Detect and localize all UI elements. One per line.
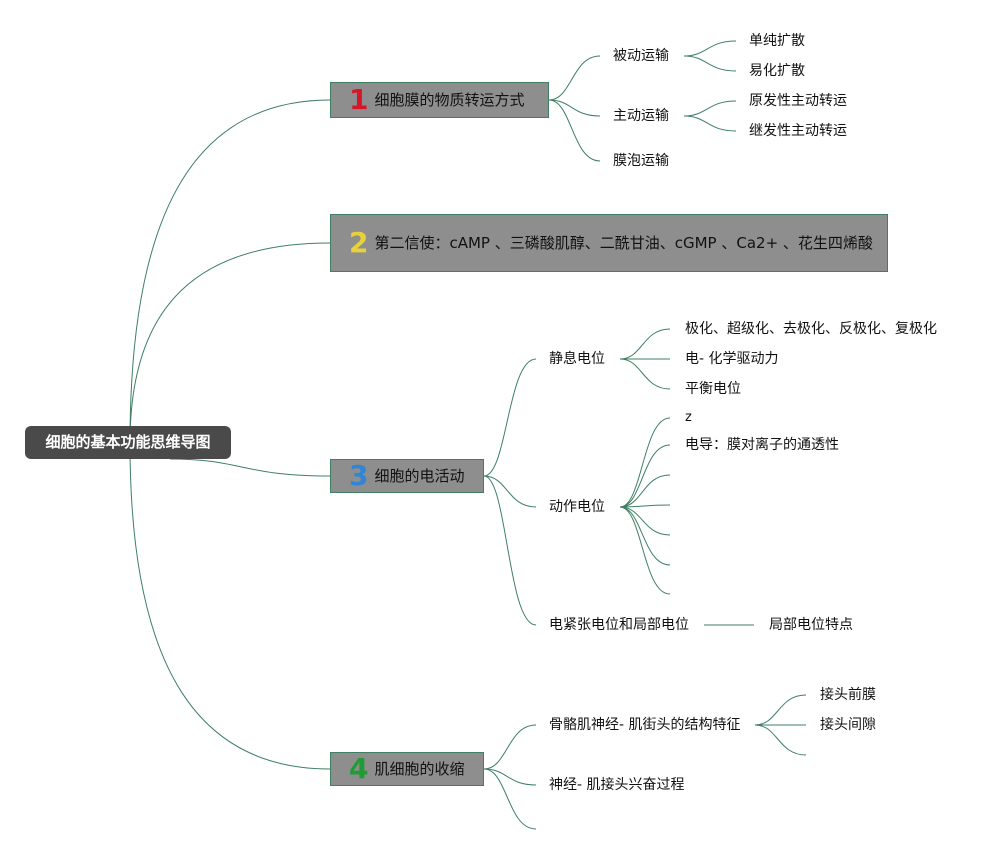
node-conductance[interactable]: 电导：膜对离子的通透性 xyxy=(685,437,839,453)
branch-2-label: 第二信使：cAMP 、三磷酸肌醇、二酰甘油、cGMP 、Ca2+ 、花生四烯酸 xyxy=(374,234,873,252)
branch-1-node[interactable]: 1 细胞膜的物质转运方式 xyxy=(330,82,549,118)
link-action-child-2 xyxy=(619,444,671,508)
node-equilibrium-potential[interactable]: 平衡电位 xyxy=(685,381,741,397)
branch-2-node[interactable]: 2 第二信使：cAMP 、三磷酸肌醇、二酰甘油、cGMP 、Ca2+ 、花生四烯… xyxy=(330,214,888,272)
branch-4-number: 4 xyxy=(349,752,369,785)
link-action-child-3 xyxy=(619,474,671,508)
link-resting-polarization xyxy=(619,328,671,360)
link-active-primary xyxy=(683,100,737,117)
node-polarization-terms[interactable]: 极化、超级化、去极化、反极化、复极化 xyxy=(685,321,937,337)
link-b1-vesicular xyxy=(548,99,601,162)
node-nmj-structure[interactable]: 骨骼肌神经- 肌街头的结构特征 xyxy=(549,717,741,733)
link-structure-presynaptic xyxy=(754,694,807,726)
node-local-potential-features[interactable]: 局部电位特点 xyxy=(769,617,853,633)
link-b3-electrotonic xyxy=(483,475,537,626)
link-structure-empty xyxy=(754,724,807,756)
link-root-branch-2 xyxy=(129,242,331,444)
branch-1-number: 1 xyxy=(349,83,369,116)
node-primary-active-transport[interactable]: 原发性主动转运 xyxy=(749,93,847,109)
link-active-secondary xyxy=(683,115,737,132)
node-action-potential[interactable]: 动作电位 xyxy=(549,499,605,515)
link-b4-structure xyxy=(483,724,537,770)
node-electrotonic-local-potential[interactable]: 电紧张电位和局部电位 xyxy=(549,617,689,633)
link-action-child-6 xyxy=(619,506,671,566)
branch-4-node[interactable]: 4 肌细胞的收缩 xyxy=(330,752,484,786)
node-simple-diffusion[interactable]: 单纯扩散 xyxy=(749,33,805,49)
node-synaptic-cleft[interactable]: 接头间隙 xyxy=(820,717,876,733)
link-b1-active xyxy=(548,99,601,117)
link-action-child-4 xyxy=(619,504,671,508)
root-node[interactable]: 细胞的基本功能思维导图 xyxy=(25,426,231,459)
branch-3-label: 细胞的电活动 xyxy=(374,467,465,485)
link-resting-equilibrium xyxy=(619,358,671,390)
node-vesicular-transport[interactable]: 膜泡运输 xyxy=(613,153,669,169)
link-b1-passive xyxy=(548,55,601,101)
link-b3-resting xyxy=(483,358,537,477)
node-secondary-active-transport[interactable]: 继发性主动转运 xyxy=(749,123,847,139)
link-action-child-1 xyxy=(619,417,671,508)
branch-1-label: 细胞膜的物质转运方式 xyxy=(374,91,525,109)
link-passive-simple xyxy=(683,40,737,57)
link-action-child-5 xyxy=(619,506,671,536)
branch-2-number: 2 xyxy=(349,226,369,259)
node-nmj-excitation[interactable]: 神经- 肌接头兴奋过程 xyxy=(549,777,685,793)
node-presynaptic-membrane[interactable]: 接头前膜 xyxy=(820,687,876,703)
branch-3-number: 3 xyxy=(349,459,369,492)
node-passive-transport[interactable]: 被动运输 xyxy=(613,48,669,64)
link-b4-empty xyxy=(483,768,537,830)
node-facilitated-diffusion[interactable]: 易化扩散 xyxy=(749,63,805,79)
node-resting-potential[interactable]: 静息电位 xyxy=(549,351,605,367)
link-passive-facilitated xyxy=(683,55,737,72)
link-action-child-7 xyxy=(619,506,671,595)
link-b3-action xyxy=(483,475,537,508)
branch-3-node[interactable]: 3 细胞的电活动 xyxy=(330,459,484,493)
node-active-transport[interactable]: 主动运输 xyxy=(613,108,669,124)
node-electrochemical-driving-force[interactable]: 电- 化学驱动力 xyxy=(685,351,779,367)
node-z[interactable]: z xyxy=(685,410,692,425)
branch-4-label: 肌细胞的收缩 xyxy=(374,760,465,778)
link-root-branch-1 xyxy=(129,99,331,444)
link-root-branch-4 xyxy=(129,442,331,770)
link-root-branch-3 xyxy=(169,458,331,477)
link-b4-excitation xyxy=(483,768,537,786)
